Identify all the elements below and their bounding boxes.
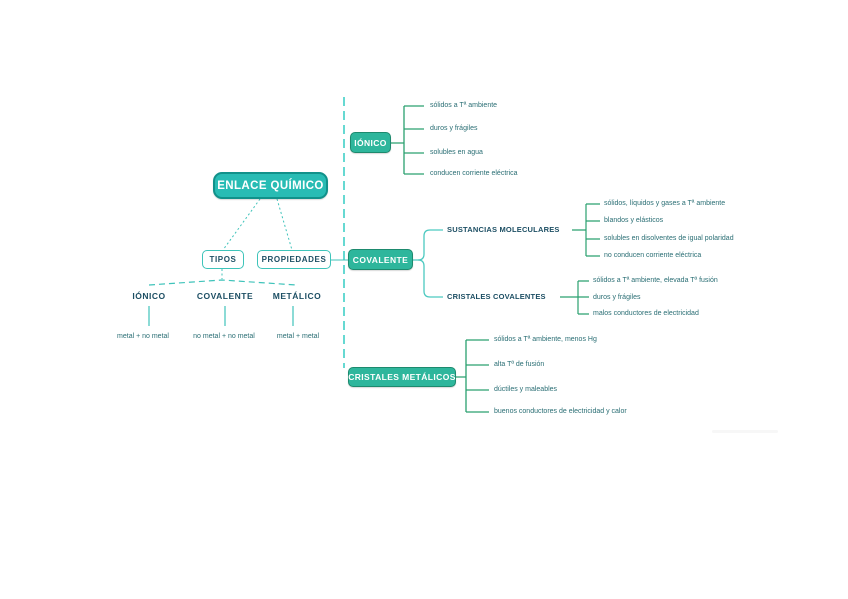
bracket-covalente: [413, 229, 443, 298]
property-item: blandos y elásticos: [604, 217, 664, 224]
node-enlace-quimico[interactable]: ENLACE QUÍMICO: [213, 172, 328, 199]
formula-covalente: no metal + no metal: [193, 333, 255, 340]
property-item: solubles en agua: [430, 149, 483, 156]
type-label-covalente: COVALENTE: [196, 291, 254, 301]
formula-metalico: metal + metal: [276, 333, 320, 340]
node-tipos[interactable]: TIPOS: [202, 250, 244, 269]
connector-root-propiedades: [276, 198, 293, 251]
property-item: conducen corriente eléctrica: [430, 170, 518, 177]
property-item: dúctiles y maleables: [494, 386, 558, 393]
property-item: sólidos, líquidos y gases a Tª ambiente: [604, 200, 726, 207]
bracket-cristales-metalicos: [456, 339, 489, 413]
property-item: malos conductores de electricidad: [593, 310, 699, 317]
property-item: sólidos a Tª ambiente: [430, 102, 498, 109]
property-item: solubles en disolventes de igual polarid…: [604, 235, 734, 242]
faint-artifact: [712, 430, 778, 433]
type-label-metalico: METÁLICO: [272, 291, 322, 301]
bracket-ionico: [391, 105, 424, 175]
node-covalente[interactable]: COVALENTE: [348, 249, 413, 270]
property-item: no conducen corriente eléctrica: [604, 252, 702, 259]
property-item: buenos conductores de electricidad y cal…: [494, 408, 627, 415]
formula-ionico: metal + no metal: [117, 333, 169, 340]
property-item: duros y frágiles: [593, 294, 641, 301]
bracket-cristales-covalentes: [560, 280, 589, 315]
bracket-sustancias-moleculares: [572, 203, 600, 257]
group-label-cristales-covalentes: CRISTALES COVALENTES: [447, 292, 546, 301]
property-item: sólidos a Tª ambiente, elevada Tª fusión: [593, 277, 718, 284]
node-ionico[interactable]: IÓNICO: [350, 132, 391, 153]
type-label-ionico: IÓNICO: [132, 291, 166, 301]
property-item: sólidos a Tª ambiente, menos Hg: [494, 336, 597, 343]
node-cristales-metalicos[interactable]: CRISTALES METÁLICOS: [348, 367, 456, 387]
connector-root-tipos: [222, 198, 261, 251]
property-item: alta Tª de fusión: [494, 361, 545, 368]
group-label-sustancias-moleculares: SUSTANCIAS MOLECULARES: [447, 225, 560, 234]
property-item: duros y frágiles: [430, 125, 478, 132]
node-propiedades[interactable]: PROPIEDADES: [257, 250, 331, 269]
connector-tipos-types: [148, 269, 297, 286]
